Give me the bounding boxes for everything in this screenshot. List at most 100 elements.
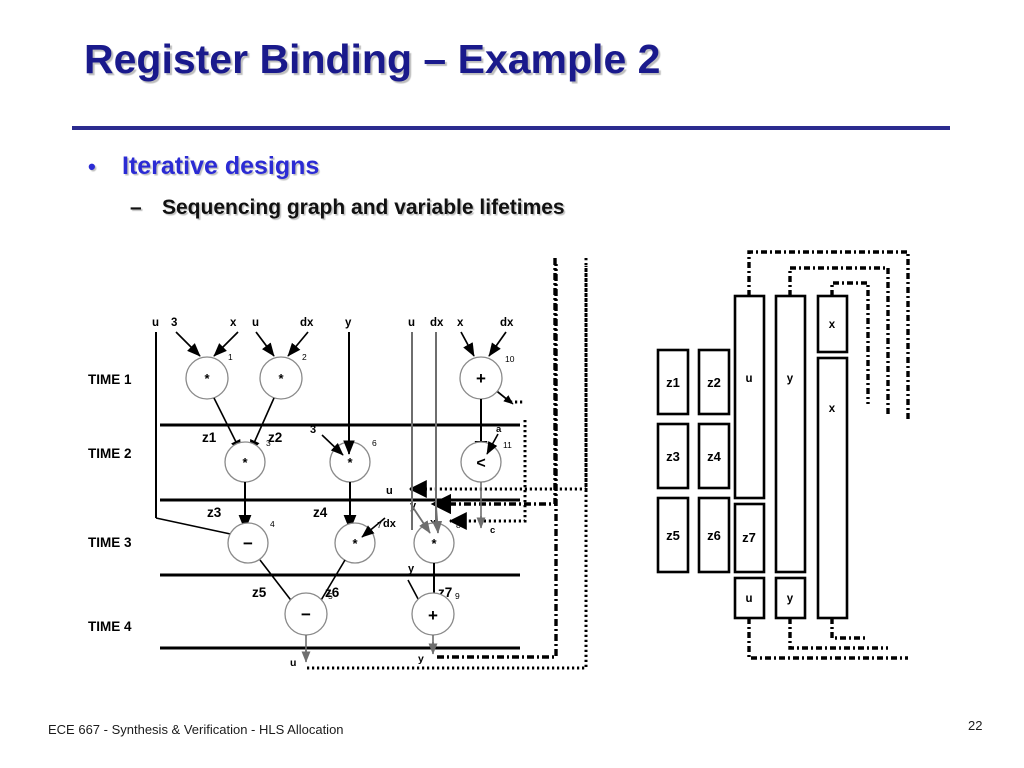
input-label-x-2: x	[457, 317, 464, 329]
lifetime-box-label: y	[787, 373, 794, 385]
lifetime-box-label: x	[829, 403, 836, 415]
bullet-level-1: • Iterative designs	[88, 152, 788, 182]
operation-node-10: + 10	[459, 354, 515, 400]
edge-label-z5: z5	[252, 585, 267, 600]
lifetime-box-label: z3	[666, 449, 680, 464]
lifetime-box-z5: z5	[656, 496, 690, 574]
lifetime-box-y-long: y	[774, 294, 807, 574]
page-title: Register Binding – Example 2	[84, 36, 661, 82]
edge-label-z6: z6	[325, 585, 340, 600]
lifetime-box-label: y	[787, 593, 794, 605]
operation-id: 8	[456, 520, 461, 530]
operation-node-3: * 3	[224, 438, 271, 483]
sequencing-graph-and-lifetime-figure: u y x TIME 1	[88, 250, 910, 670]
lifetime-loop-x	[830, 281, 870, 404]
lifetime-box-z3: z3	[656, 422, 690, 490]
time-label-3: TIME 3	[88, 535, 132, 550]
sequencing-graph: u y x TIME 1	[88, 258, 588, 670]
operation-id: 5	[328, 591, 333, 601]
lifetime-box-z1: z1	[656, 348, 690, 416]
input-label-y-node9: y	[408, 563, 415, 575]
lifetime-box-y-short: y	[774, 576, 807, 620]
operation-symbol: +	[476, 369, 486, 388]
edge-label-z1: z1	[202, 430, 217, 445]
feedback-path-y-return	[437, 264, 558, 659]
input-label-dx-2: dx	[430, 317, 444, 329]
lifetime-box-label: z7	[742, 530, 756, 545]
operation-node-2: * 2	[259, 352, 307, 400]
operation-node-1: * 1	[185, 352, 233, 400]
feedback-path-u-return	[307, 266, 588, 670]
lifetime-box-z6: z6	[697, 496, 731, 574]
feedback-label-u: u	[386, 485, 393, 497]
time-label-1: TIME 1	[88, 372, 132, 387]
lifetime-chart: z1 z3 z5 z2 z4	[656, 250, 910, 660]
input-label-u-1: u	[152, 317, 159, 329]
const-label-a: a	[496, 424, 502, 435]
output-label-y: y	[418, 653, 424, 665]
operation-id: 9	[455, 591, 460, 601]
operation-symbol: *	[204, 371, 210, 386]
edge-label-z3: z3	[207, 505, 222, 520]
lifetime-loop-y	[788, 266, 890, 414]
operation-symbol: *	[431, 536, 437, 551]
bullet-level-1-text: Iterative designs	[122, 152, 320, 180]
lifetime-box-u-short: u	[733, 576, 766, 620]
sub-bullet-marker-icon: –	[130, 196, 142, 219]
operation-symbol: +	[428, 606, 438, 625]
operation-id: 7	[377, 520, 382, 530]
operation-symbol: −	[243, 534, 253, 553]
operation-symbol: *	[347, 455, 353, 470]
lifetime-box-z7: z7	[733, 502, 766, 574]
const-label-3: 3	[310, 424, 316, 436]
lifetime-box-label: z6	[707, 528, 721, 543]
lifetime-box-label: u	[745, 373, 752, 385]
output-label-u: u	[290, 657, 296, 669]
lifetime-box-z4: z4	[697, 422, 731, 490]
input-label-dx-3: dx	[500, 317, 514, 329]
operation-node-11: < 11	[460, 440, 512, 483]
operation-id: 4	[270, 519, 275, 529]
input-label-3-1: 3	[171, 317, 177, 329]
operation-id: 2	[302, 352, 307, 362]
lifetime-return-x	[830, 618, 868, 640]
bullet-marker-icon: •	[88, 154, 96, 179]
edge-label-z2: z2	[268, 430, 282, 445]
lifetime-box-x-short: x	[816, 294, 849, 354]
lifetime-return-y	[788, 618, 888, 650]
operation-symbol: <	[476, 455, 485, 472]
lifetime-box-label: z4	[707, 449, 722, 464]
lifetime-return-u	[747, 618, 908, 660]
time-label-4: TIME 4	[88, 619, 132, 634]
input-label-y-1: y	[345, 317, 352, 329]
page-number: 22	[968, 718, 983, 733]
operation-id: 1	[228, 352, 233, 362]
footer-text: ECE 667 - Synthesis & Verification - HLS…	[48, 722, 344, 737]
operation-id: 11	[503, 440, 512, 450]
output-label-c: c	[490, 525, 495, 536]
feedback-label-y: y	[410, 500, 417, 512]
operation-id: 3	[266, 438, 271, 448]
lifetime-box-z2: z2	[697, 348, 731, 416]
lifetime-box-x-long: x	[816, 356, 849, 620]
operation-node-4: − 4	[227, 519, 275, 564]
operation-id: 6	[372, 438, 377, 448]
lifetime-box-label: x	[829, 319, 836, 331]
lifetime-box-label: z5	[666, 528, 680, 543]
bullet-level-2: – Sequencing graph and variable lifetime…	[130, 196, 890, 220]
edge-label-z4: z4	[313, 505, 328, 520]
bullet-level-2-text: Sequencing graph and variable lifetimes	[162, 196, 565, 219]
figure-container: u y x TIME 1	[0, 230, 1024, 690]
operation-symbol: *	[278, 371, 284, 386]
title-divider	[72, 126, 950, 130]
input-label-dx-node7: dx	[383, 518, 397, 530]
lifetime-box-label: u	[745, 593, 752, 605]
operation-symbol: −	[301, 605, 311, 624]
time-label-2: TIME 2	[88, 446, 132, 461]
input-label-u-2: u	[252, 317, 259, 329]
lifetime-box-label: z1	[666, 375, 680, 390]
operation-node-9: + 9	[411, 591, 460, 636]
lifetime-box-label: z2	[707, 375, 721, 390]
operation-symbol: *	[242, 455, 248, 470]
